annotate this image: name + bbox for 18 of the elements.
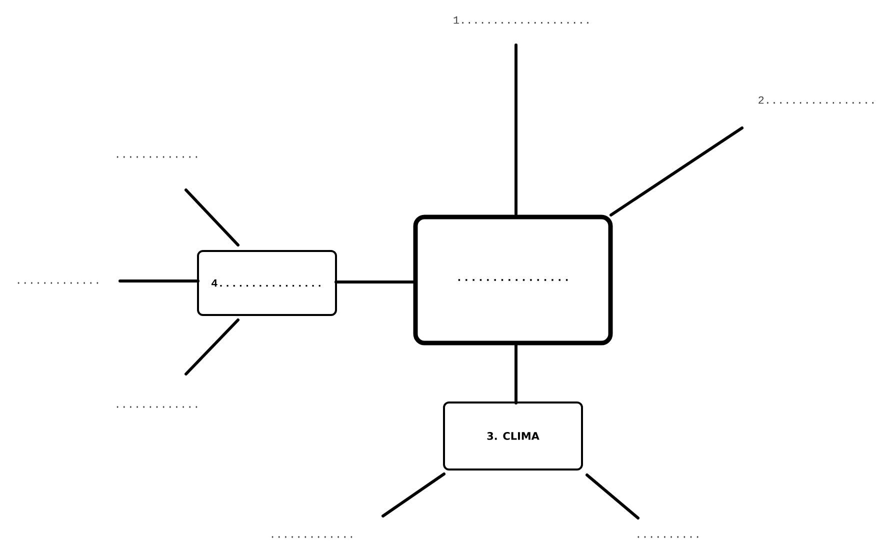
connector-line: [334, 280, 416, 284]
main-box: ................: [413, 214, 613, 346]
connector-line: [514, 44, 518, 216]
connector-line: [382, 472, 446, 518]
fill-in-line: 2.................: [758, 96, 874, 104]
dotted-box: 4................: [197, 250, 337, 316]
fill-in-line: .............: [18, 282, 98, 284]
climate-box: 3. CLIMA: [443, 401, 583, 470]
fill-in-line: .............: [272, 536, 352, 538]
connector-line: [586, 474, 640, 520]
fill-in-line: 1....................: [454, 16, 588, 24]
fill-in-line: .............: [116, 406, 198, 408]
connector-line: [610, 126, 744, 216]
connector-line: [118, 280, 200, 282]
connector-line: [184, 188, 240, 246]
fill-in-line: .............: [116, 156, 198, 158]
connector-line: [184, 318, 240, 376]
fill-in-line: ..........: [638, 536, 698, 538]
